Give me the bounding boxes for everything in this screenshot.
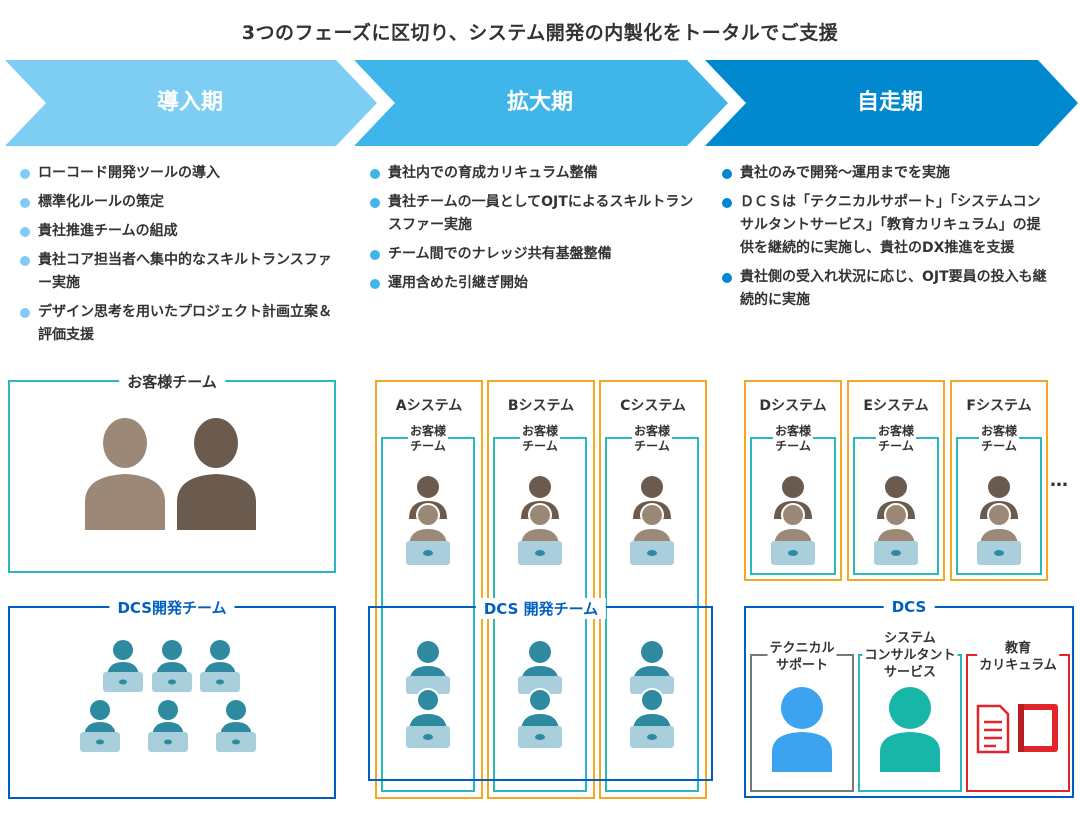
- dcs-title-right: DCS: [883, 598, 935, 616]
- consultant-person-icon: [880, 687, 940, 772]
- support-person-icon: [772, 687, 832, 772]
- document-icon: [976, 704, 1010, 754]
- customer-team-label: お客様 チーム: [631, 424, 673, 454]
- phase-1-bullets: ローコード開発ツールの導入 標準化ルールの策定 貴社推進チームの組成 貴社コア担…: [20, 162, 340, 353]
- system-label: Cシステム: [620, 398, 686, 414]
- page-title: 3つのフェーズに区切り、システム開発の内製化をトータルでご支援: [241, 22, 839, 44]
- phase-arrow-1: [5, 60, 377, 146]
- list-item: チーム間でのナレッジ共有基盤整備: [370, 243, 695, 266]
- customer-team-label: お客様 チーム: [772, 424, 814, 454]
- customer-team-label: お客様 チーム: [407, 424, 449, 454]
- phase-label-3: 自走期: [856, 90, 923, 115]
- list-item: 運用含めた引継ぎ開始: [370, 272, 695, 295]
- customer-team-label: お客様 チーム: [875, 424, 917, 454]
- list-item: 貴社コア担当者へ集中的なスキルトランスファー実施: [20, 249, 340, 295]
- phase-2-bullets: 貴社内での育成カリキュラム整備 貴社チームの一員としてOJTによるスキルトランス…: [370, 162, 695, 301]
- system-label: Eシステム: [863, 398, 929, 414]
- system-label: Bシステム: [507, 398, 575, 414]
- customer-team-label: お客様 チーム: [978, 424, 1020, 454]
- list-item: 貴社側の受入れ状況に応じ、OJT要員の投入も継続的に実施: [722, 266, 1047, 312]
- phase-3-bullets: 貴社のみで開発〜運用までを実施 ＤＣＳは「テクニカルサポート」「システムコンサル…: [722, 162, 1047, 318]
- list-item: ローコード開発ツールの導入: [20, 162, 340, 185]
- system-label: Dシステム: [759, 398, 827, 414]
- list-item: 貴社チームの一員としてOJTによるスキルトランスファー実施: [370, 191, 695, 237]
- list-item: 貴社推進チームの組成: [20, 220, 340, 243]
- customer-team-title: お客様チーム: [119, 371, 225, 392]
- customer-team-label: お客様 チーム: [519, 424, 561, 454]
- system-label: Fシステム: [966, 398, 1032, 414]
- customer-people-icon: [85, 418, 256, 530]
- phase-label-1: 導入期: [156, 90, 223, 115]
- service-system-consultant: システム コンサルタント サービス: [862, 630, 958, 681]
- phase-arrow-2: [354, 60, 728, 146]
- list-item: ＤＣＳは「テクニカルサポート」「システムコンサルタントサービス」「教育カリキュラ…: [722, 191, 1047, 260]
- service-technical-support: テクニカル サポート: [767, 640, 837, 674]
- dcs-team-title: DCS開発チーム: [109, 597, 235, 618]
- list-item: 貴社内での育成カリキュラム整備: [370, 162, 695, 185]
- service-education-curriculum: 教育 カリキュラム: [977, 640, 1059, 674]
- more-ellipsis: …: [1050, 470, 1068, 491]
- phase-label-2: 拡大期: [506, 90, 573, 115]
- phase-arrows: [5, 60, 1078, 146]
- phase-arrow-3: [705, 60, 1078, 146]
- list-item: 標準化ルールの策定: [20, 191, 340, 214]
- book-icon: [1018, 704, 1058, 752]
- list-item: デザイン思考を用いたプロジェクト計画立案＆評価支援: [20, 301, 340, 347]
- list-item: 貴社のみで開発〜運用までを実施: [722, 162, 1047, 185]
- system-label: Aシステム: [395, 398, 463, 414]
- dcs-team-title-middle: DCS 開発チーム: [475, 598, 607, 619]
